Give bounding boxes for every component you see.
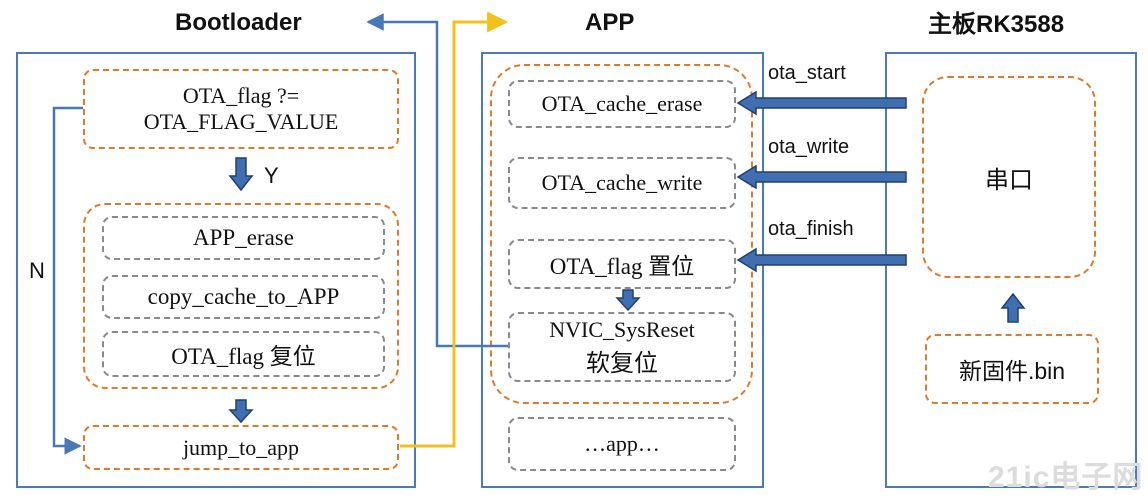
app-title: APP xyxy=(585,9,635,36)
firmware-up-arrow xyxy=(1000,292,1026,323)
cmd-ota-write-label: ota_write xyxy=(768,136,850,158)
handler-ota-cache-erase: OTA_cache_erase xyxy=(508,80,736,128)
ota-flag-check-box: OTA_flag ?= OTA_FLAG_VALUE xyxy=(83,69,399,149)
app-panel xyxy=(481,52,764,488)
serial-port-box: 串口 xyxy=(922,76,1096,278)
bootloader-title: Bootloader xyxy=(175,9,302,36)
step-ota-flag-reset: OTA_flag 复位 xyxy=(102,331,385,377)
yes-down-arrow xyxy=(228,157,254,192)
step-app-erase: APP_erase xyxy=(102,216,385,260)
cmd-ota-start-label: ota_start xyxy=(768,62,846,84)
cmd-ota-finish-label: ota_finish xyxy=(768,218,854,240)
update-steps-group xyxy=(83,203,399,389)
board-title: 主板RK3588 xyxy=(928,11,1065,38)
bootloader-panel xyxy=(16,52,416,488)
new-firmware-box: 新固件.bin xyxy=(925,334,1099,404)
ota-start-arrow xyxy=(736,90,907,116)
jump-to-app-connector xyxy=(400,11,509,448)
ota-flag-check-line1: OTA_flag ?= xyxy=(182,83,300,108)
nvic-sysreset-line2: 软复位 xyxy=(586,350,658,377)
app-handlers-group xyxy=(490,64,753,404)
step-copy-cache-to-app: copy_cache_to_APP xyxy=(102,275,385,319)
handler-ota-cache-write: OTA_cache_write xyxy=(508,157,736,209)
jump-to-app-box: jump_to_app xyxy=(83,425,399,470)
yes-label: Y xyxy=(264,163,279,188)
flag-to-reset-arrow xyxy=(615,289,641,312)
app-body-box: …app… xyxy=(508,417,736,471)
ota-write-arrow xyxy=(736,164,907,190)
board-panel xyxy=(885,52,1137,488)
steps-down-arrow xyxy=(228,399,254,424)
nvic-sysreset-box: NVIC_SysReset 软复位 xyxy=(508,312,736,382)
handler-ota-flag-set: OTA_flag 置位 xyxy=(508,239,736,289)
nvic-sysreset-line1: NVIC_SysReset xyxy=(549,316,695,342)
ota-flag-check-line2: OTA_FLAG_VALUE xyxy=(143,109,339,134)
watermark-logo: 21ic电子网 xyxy=(988,461,1144,494)
ota-finish-arrow xyxy=(736,247,907,273)
no-branch-connector xyxy=(52,106,83,455)
reset-to-bootloader-connector xyxy=(366,13,508,348)
no-label: N xyxy=(29,258,45,283)
